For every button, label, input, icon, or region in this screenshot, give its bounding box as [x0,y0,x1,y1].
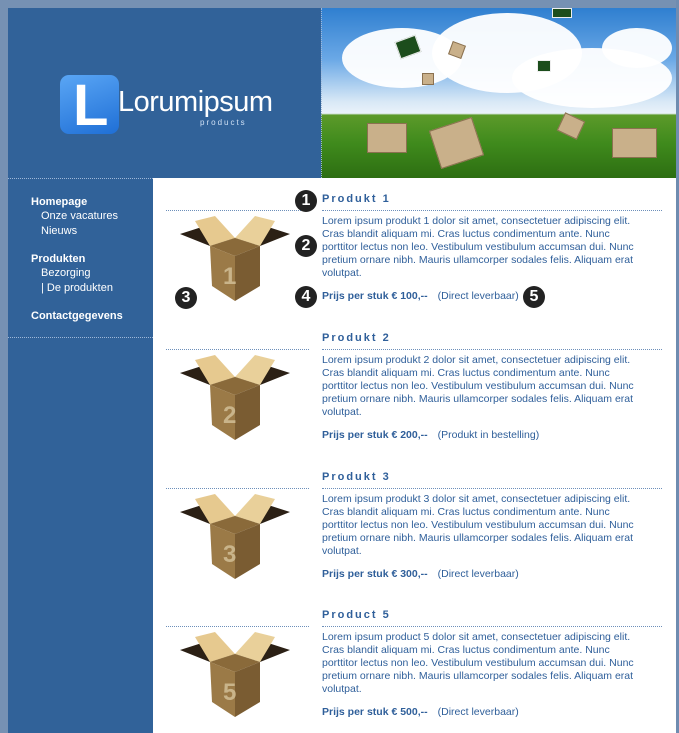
box-number: 2 [223,402,236,429]
box-number: 3 [223,541,236,568]
product-item: Produkt 1 1 Lorem ipsum produkt 1 dolor … [166,186,676,316]
nav-contactgegevens[interactable]: Contactgegevens [31,310,123,322]
product-box-image[interactable]: 2 [180,355,290,440]
divider [166,626,309,627]
product-price: Prijs per stuk € 100,-- [322,290,428,302]
product-price: Prijs per stuk € 500,-- [322,706,428,718]
annotation-badge-4: 4 [295,286,317,308]
product-price: Prijs per stuk € 200,-- [322,429,428,441]
box-number: 5 [223,679,236,706]
product-description: Lorem ipsum produkt 2 dolor sit amet, co… [322,354,634,418]
divider [166,488,309,489]
logo-tile: L [60,75,119,135]
product-description: Lorem ipsum produkt 3 dolor sit amet, co… [322,493,634,557]
annotation-badge-1: 1 [295,190,317,212]
divider [322,349,662,350]
product-description: Lorem ipsum produkt 1 dolor sit amet, co… [322,215,634,279]
product-title: Produkt 1 [322,193,391,205]
divider [322,488,662,489]
product-item: Produkt 2 2 Lorem ipsum produkt 2 dolor … [166,325,676,455]
product-description: Lorem ipsum product 5 dolor sit amet, co… [322,631,634,695]
divider [166,349,309,350]
sidebar-nav: Homepage Onze vacatures Nieuws Produkten… [8,178,153,733]
nav-onze-vacatures[interactable]: Onze vacatures [41,210,119,222]
divider [322,210,662,211]
product-title: Produkt 3 [322,471,391,483]
nav-bezorging[interactable]: Bezorging [41,267,91,279]
divider [322,626,662,627]
box-number: 1 [223,263,236,290]
annotation-badge-3: 3 [175,287,197,309]
product-item: Produkt 3 3 Lorem ipsum produkt 3 dolor … [166,464,676,594]
product-availability: (Produkt in bestelling) [437,429,540,441]
right-border [676,0,679,733]
product-availability: (Direct leverbaar) [437,568,519,580]
product-box-image[interactable]: 5 [180,632,290,717]
product-title: Product 5 [322,609,391,621]
divider [166,210,309,211]
nav-de-produkten[interactable]: | De produkten [41,282,113,294]
logo-brand: Lorumipsum [118,86,273,118]
product-price: Prijs per stuk € 300,-- [322,568,428,580]
nav-nieuws[interactable]: Nieuws [41,225,78,237]
product-box-image[interactable]: 1 [180,216,290,301]
product-item: Product 5 5 Lorem ipsum product 5 dolor … [166,602,676,732]
annotation-badge-5: 5 [523,286,545,308]
annotation-badge-2: 2 [295,235,317,257]
product-availability: (Direct leverbaar) [437,290,519,302]
nav-homepage[interactable]: Homepage [31,196,88,208]
logo-tagline: products [200,118,247,127]
product-box-image[interactable]: 3 [180,494,290,579]
sidebar-divider [8,337,153,338]
nav-produkten[interactable]: Produkten [31,253,86,265]
page: L Lorumipsum products Homepage Onze vaca… [8,8,676,733]
header-photo [321,8,676,178]
product-title: Produkt 2 [322,332,391,344]
product-availability: (Direct leverbaar) [437,706,519,718]
header: L Lorumipsum products [8,8,321,178]
